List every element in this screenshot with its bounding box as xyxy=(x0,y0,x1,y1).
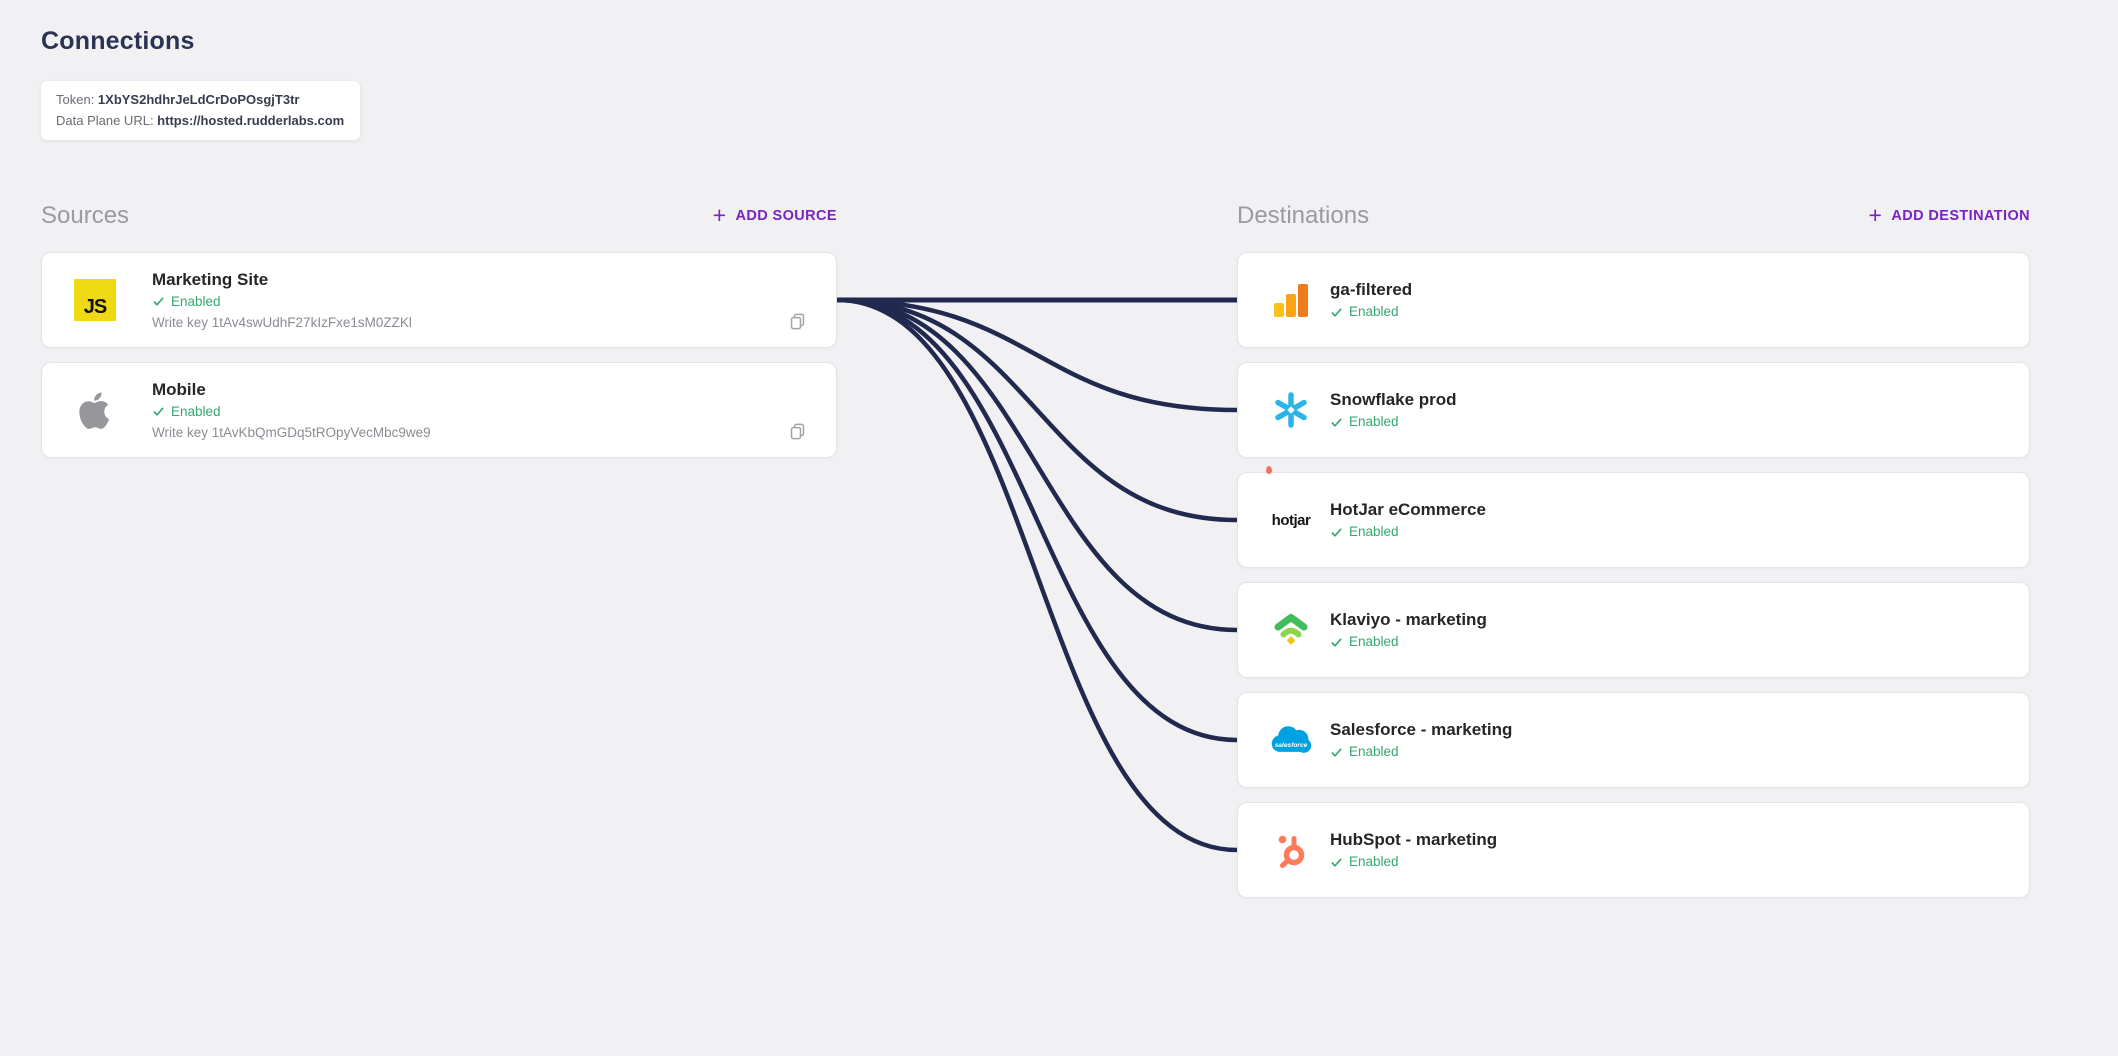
check-icon xyxy=(1331,308,1342,317)
destination-name: Snowflake prod xyxy=(1330,390,1457,409)
status-badge: Enabled xyxy=(1330,413,1457,431)
destination-name: Klaviyo - marketing xyxy=(1330,610,1487,629)
status-badge: Enabled xyxy=(1330,853,1497,871)
destination-card-text: Klaviyo - marketing Enabled xyxy=(1330,609,1487,651)
status-text: Enabled xyxy=(1349,744,1399,759)
token-row: Token: 1XbYS2hdhrJeLdCrDoPOsgjT3tr xyxy=(56,89,344,110)
destination-name: HubSpot - marketing xyxy=(1330,830,1498,849)
destination-card-text: ga-filtered Enabled xyxy=(1330,279,1412,321)
status-text: Enabled xyxy=(171,403,221,419)
copy-icon xyxy=(790,313,805,330)
check-icon xyxy=(1331,418,1342,427)
hubspot-icon xyxy=(1268,830,1314,870)
destination-name: ga-filtered xyxy=(1330,280,1413,299)
check-icon xyxy=(153,407,164,416)
status-badge: Enabled xyxy=(152,293,412,311)
status-text: Enabled xyxy=(1349,524,1399,539)
copy-write-key-button[interactable] xyxy=(789,313,806,330)
check-icon xyxy=(153,297,164,306)
token-value: 1XbYS2hdhrJeLdCrDoPOsgjT3tr xyxy=(97,92,300,107)
status-text: Enabled xyxy=(1349,854,1399,869)
page-title: Connections xyxy=(41,27,195,55)
write-key: Write key 1tAvKbQmGDq5tROpyVecMbc9we9 xyxy=(152,424,431,440)
destination-cards: ga-filtered Enabled xyxy=(1237,252,2030,898)
edge-marketing-site-to-hubspot xyxy=(836,297,1238,853)
destination-card-salesforce-marketing[interactable]: salesforce Salesforce - marketing Enable… xyxy=(1237,692,2030,788)
source-name: Mobile xyxy=(152,379,206,399)
salesforce-icon: salesforce xyxy=(1268,723,1314,757)
edge-marketing-site-to-salesforce xyxy=(836,297,1238,743)
copy-icon xyxy=(790,423,805,440)
salesforce-wordmark: salesforce xyxy=(1275,742,1308,749)
source-card-marketing-site[interactable]: JS Marketing Site Enabled Write key 1tAv… xyxy=(41,252,837,348)
source-cards: JS Marketing Site Enabled Write key 1tAv… xyxy=(41,252,837,458)
plus-icon: + xyxy=(1868,201,1883,228)
status-text: Enabled xyxy=(1349,414,1399,429)
destination-card-text: Snowflake prod Enabled xyxy=(1330,389,1457,431)
google-analytics-icon xyxy=(1268,280,1314,320)
status-badge: Enabled xyxy=(152,403,431,421)
edge-marketing-site-to-klaviyo xyxy=(836,297,1238,633)
apple-icon xyxy=(72,388,118,432)
sources-section: Sources + ADD SOURCE JS Marketing Site E… xyxy=(41,198,837,458)
status-badge: Enabled xyxy=(1330,303,1412,321)
hotjar-wordmark: hotjar xyxy=(1271,511,1311,529)
status-badge: Enabled xyxy=(1330,743,1512,761)
dataplane-label: Data Plane URL: xyxy=(56,113,158,128)
dataplane-value: https://hosted.rudderlabs.com xyxy=(157,113,345,128)
add-destination-button[interactable]: + ADD DESTINATION xyxy=(1868,201,2031,228)
plus-icon: + xyxy=(712,201,727,228)
javascript-icon: JS xyxy=(72,279,118,321)
hotjar-icon: hotjar xyxy=(1266,466,1314,529)
check-icon xyxy=(1331,858,1342,867)
destination-card-text: HotJar eCommerce Enabled xyxy=(1330,499,1486,541)
destination-card-snowflake-prod[interactable]: Snowflake prod Enabled xyxy=(1237,362,2030,458)
status-text: Enabled xyxy=(1349,304,1399,319)
destination-name: Salesforce - marketing xyxy=(1330,720,1513,739)
status-badge: Enabled xyxy=(1330,633,1487,651)
sources-header: Sources + ADD SOURCE xyxy=(41,198,837,234)
destination-card-text: Salesforce - marketing Enabled xyxy=(1330,719,1512,761)
check-icon xyxy=(1331,528,1342,537)
copy-write-key-button[interactable] xyxy=(789,423,806,440)
write-key: Write key 1tAv4swUdhF27kIzFxe1sM0ZZKl xyxy=(152,314,412,330)
check-icon xyxy=(1331,638,1342,647)
destination-name: HotJar eCommerce xyxy=(1330,500,1486,519)
klaviyo-icon xyxy=(1268,610,1314,650)
status-text: Enabled xyxy=(171,293,221,309)
snowflake-icon xyxy=(1268,390,1314,430)
edge-marketing-site-to-snowflake xyxy=(836,297,1238,413)
add-source-button[interactable]: + ADD SOURCE xyxy=(712,201,837,228)
add-destination-label: ADD DESTINATION xyxy=(1891,208,2030,224)
destination-card-text: HubSpot - marketing Enabled xyxy=(1330,829,1497,871)
destinations-heading: Destinations xyxy=(1237,202,1370,229)
destinations-section: Destinations + ADD DESTINATION ga-filter… xyxy=(1237,198,2030,898)
source-card-text: Mobile Enabled Write key 1tAvKbQmGDq5tRO… xyxy=(152,379,431,442)
status-text: Enabled xyxy=(1349,634,1399,649)
source-name: Marketing Site xyxy=(152,269,269,289)
status-badge: Enabled xyxy=(1330,523,1486,541)
workspace-token-box: Token: 1XbYS2hdhrJeLdCrDoPOsgjT3tr Data … xyxy=(41,81,361,140)
edge-marketing-site-to-hotjar xyxy=(836,297,1238,523)
sources-heading: Sources xyxy=(41,202,130,229)
source-card-text: Marketing Site Enabled Write key 1tAv4sw… xyxy=(152,269,412,332)
check-icon xyxy=(1331,748,1342,757)
destinations-header: Destinations + ADD DESTINATION xyxy=(1237,198,2030,234)
token-label: Token: xyxy=(56,92,98,107)
destination-card-ga-filtered[interactable]: ga-filtered Enabled xyxy=(1237,252,2030,348)
add-source-label: ADD SOURCE xyxy=(735,208,837,224)
destination-card-hotjar-ecommerce[interactable]: hotjar HotJar eCommerce Enabled xyxy=(1237,466,2030,568)
dataplane-row: Data Plane URL: https://hosted.rudderlab… xyxy=(56,110,344,131)
javascript-icon-text: JS xyxy=(74,279,116,321)
destination-card-klaviyo-marketing[interactable]: Klaviyo - marketing Enabled xyxy=(1237,582,2030,678)
hotjar-flame-icon xyxy=(1266,466,1272,474)
source-card-mobile[interactable]: Mobile Enabled Write key 1tAvKbQmGDq5tRO… xyxy=(41,362,837,458)
destination-card-hubspot-marketing[interactable]: HubSpot - marketing Enabled xyxy=(1237,802,2030,898)
